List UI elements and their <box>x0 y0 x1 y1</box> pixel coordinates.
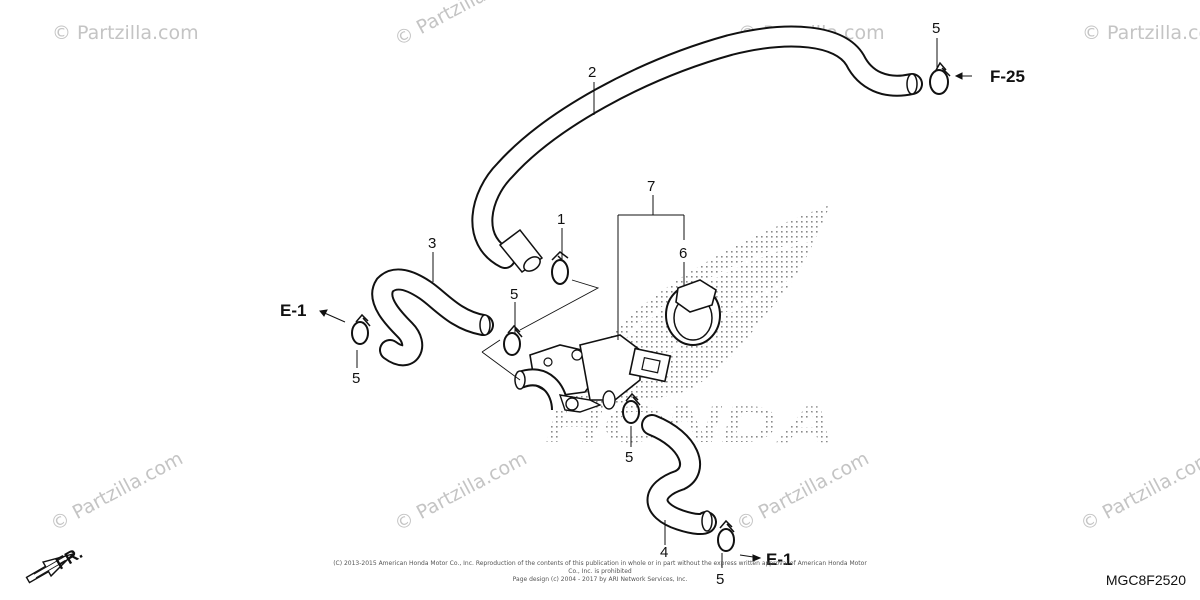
callout-5: 5 <box>716 571 724 588</box>
clamp-5 <box>351 313 371 345</box>
hose-3 <box>371 268 494 367</box>
diagram-code: MGC8F2520 <box>1105 572 1186 588</box>
clamp-1 <box>551 251 569 285</box>
callout-6: 6 <box>679 245 687 262</box>
callout-5: 5 <box>510 286 518 303</box>
callout-5: 5 <box>352 370 360 387</box>
callout-1: 1 <box>557 211 565 228</box>
callout-4: 4 <box>660 544 668 561</box>
air-injection-valve <box>514 334 672 413</box>
hose-4 <box>641 414 717 536</box>
clamp-5 <box>503 324 523 356</box>
clamp-5 <box>929 61 951 95</box>
callout-5: 5 <box>932 20 940 37</box>
leader-lines <box>319 38 972 568</box>
ref-e1-bottom[interactable]: E-1 <box>766 550 792 569</box>
hose-2 <box>471 25 923 274</box>
callout-5: 5 <box>625 449 633 466</box>
clamp-5 <box>622 392 641 424</box>
copyright-line-2: Page design (c) 2004 - 2017 by ARI Netwo… <box>512 576 688 583</box>
copyright-notice: (C) 2013-2015 American Honda Motor Co., … <box>330 560 870 584</box>
watermark: © Partzilla.com <box>52 22 199 44</box>
front-arrow-icon <box>25 552 76 584</box>
ref-f25[interactable]: F-25 <box>990 67 1025 86</box>
clamp-5 <box>717 519 735 552</box>
copyright-line-1: (C) 2013-2015 American Honda Motor Co., … <box>333 560 867 575</box>
ref-e1-left[interactable]: E-1 <box>280 301 306 320</box>
callout-3: 3 <box>428 235 436 252</box>
callout-2: 2 <box>588 64 596 81</box>
valve-holder-6 <box>665 279 721 346</box>
callout-7: 7 <box>647 178 655 195</box>
watermark: © Partzilla.com <box>1082 22 1200 44</box>
